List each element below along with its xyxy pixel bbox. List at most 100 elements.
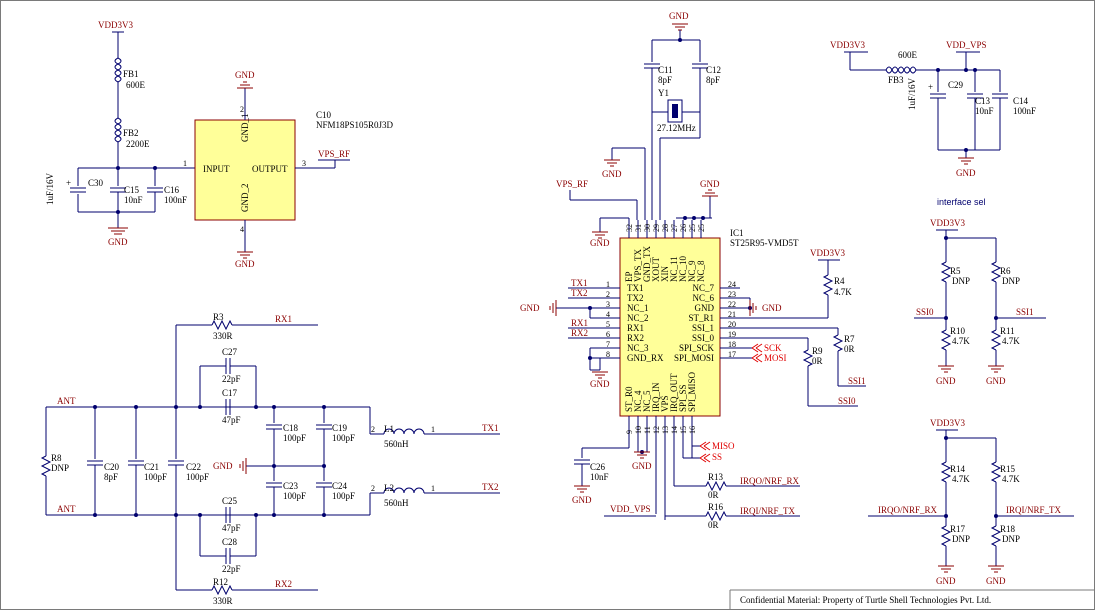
r3-value: 330R (213, 331, 233, 341)
ic1-bottom-pin-name: VPS (660, 395, 670, 412)
svg-text:+: + (928, 82, 933, 92)
rx2-net-ic: RX2 (571, 328, 588, 338)
l2-ref: L2 (384, 483, 394, 493)
ic1-left-pin-name: TX1 (627, 283, 644, 293)
ic1-left-pin-num: 4 (606, 310, 610, 319)
r12-value: 330R (213, 596, 233, 606)
c12-ref: C12 (706, 65, 721, 75)
c10-ref: C10 (316, 110, 332, 120)
vdd3v3-label-5: VDD3V3 (930, 418, 965, 428)
y1-value: 27.12MHz (657, 123, 696, 133)
r13-ref: R13 (708, 472, 724, 482)
vdd3v3-label-4: VDD3V3 (930, 218, 965, 228)
r11-ref: R11 (1000, 326, 1015, 336)
c10-pin2-num: 2 (240, 105, 244, 114)
irqo-net-ic: IRQO/NRF_RX (740, 476, 800, 486)
tx1-net-ant: TX1 (482, 423, 499, 433)
c16-value: 100nF (164, 195, 187, 205)
ic1-top-pin-num: 28 (661, 224, 670, 232)
r5-ref: R5 (950, 266, 961, 276)
ic1-left-pin-name: NC_3 (627, 343, 649, 353)
ic1-right-pin-num: 18 (728, 340, 736, 349)
ic1-top-pin-num: 25 (697, 224, 706, 232)
gnd-label-2: GND (235, 70, 255, 80)
ic1-left-pin-name: TX2 (627, 293, 644, 303)
c26-value: 10nF (590, 472, 609, 482)
gnd-label-11: GND (762, 303, 782, 313)
ant-label-bot: ANT (57, 504, 76, 514)
gnd-label-5: GND (602, 169, 622, 179)
ss-label: SS (712, 452, 722, 462)
r3-ref: R3 (213, 312, 224, 322)
irqo-net-sel: IRQO/NRF_RX (878, 505, 938, 515)
c17-ref: C17 (222, 388, 238, 398)
c12-value: 8pF (706, 75, 720, 85)
gnd-label-9: GND (520, 303, 540, 313)
r11-value: 4.7K (1002, 336, 1020, 346)
ic1-bottom-pin-num: 15 (679, 426, 688, 434)
vps-rf-label-1: VPS_RF (318, 149, 350, 159)
ic1-right-pin-num: 24 (728, 280, 736, 289)
ic1-bottom-pin-name: SPI_MISO (687, 371, 697, 412)
c21-ref: C21 (144, 462, 159, 472)
ic1-left-pin-num: 2 (606, 290, 610, 299)
ic1-top-pin-name: GND_TX (642, 246, 652, 282)
ic1-top-pin-num: 31 (634, 224, 643, 232)
gnd-label-6: GND (956, 168, 976, 178)
c25-value: 47pF (222, 523, 241, 533)
ssi0-net-right: SSI0 (838, 396, 856, 406)
c23-ref: C23 (283, 481, 299, 491)
c14-ref: C14 (1013, 96, 1029, 106)
gnd-label-1: GND (108, 237, 128, 247)
ic1-top-pin-name: EP (624, 271, 634, 282)
c21-value: 100pF (144, 472, 167, 482)
ic1-bottom-pin-name: ST_R0 (624, 386, 634, 412)
fb2-value: 2200E (126, 139, 150, 149)
ic1-top-pin-name: XOUT (651, 257, 661, 282)
ic1-left-pin-name: RX1 (627, 323, 644, 333)
ic1-value: ST25R95-VMD5T (730, 238, 799, 248)
c23-value: 100pF (283, 491, 306, 501)
ic1-bottom-pin-num: 12 (652, 426, 661, 434)
ic1-right-pin-num: 21 (728, 310, 736, 319)
c15-value: 10nF (124, 195, 143, 205)
irqi-net-sel: IRQI/NRF_TX (1006, 505, 1062, 515)
ic1-top-pin-num: 29 (652, 224, 661, 232)
ic1-right-pin-name: SPI_SCK (679, 343, 715, 353)
r8-ref: R8 (51, 453, 62, 463)
c26-ref: C26 (590, 462, 606, 472)
r18-ref: R18 (1000, 524, 1016, 534)
c30-value: 1uF/16V (45, 172, 55, 205)
c30-ref: C30 (88, 178, 104, 188)
r7-value: 0R (844, 344, 855, 354)
r14-value: 4.7K (952, 474, 970, 484)
c10-pin1-num: 1 (183, 159, 187, 168)
ic1-bottom-pin-num: 13 (661, 426, 670, 434)
ic1-top-pin-name: NC_8 (696, 260, 706, 282)
c27-value: 22pF (222, 374, 241, 384)
ic1-bottom-pin-num: 9 (625, 430, 634, 434)
c24-ref: C24 (332, 481, 348, 491)
c14-value: 100nF (1013, 106, 1036, 116)
fb3-ref: FB3 (888, 75, 904, 85)
ic1-right-pin-name: ST_R1 (688, 313, 714, 323)
ssi1-net-right: SSI1 (848, 376, 866, 386)
ic1-left-pin-name: GND_RX (627, 353, 664, 363)
c10-pin-input: INPUT (203, 164, 230, 174)
c10-pin-gnd1: GND_1 (240, 114, 250, 143)
c13-ref: C13 (975, 96, 991, 106)
ic1-bottom-pin-name: NC_5 (642, 390, 652, 412)
gnd-label-3: GND (235, 259, 255, 269)
l1-ref: L1 (384, 424, 394, 434)
c16-ref: C16 (164, 185, 180, 195)
r5-value: DNP (952, 276, 970, 286)
tx2-net-ic: TX2 (571, 288, 588, 298)
c28-ref: C28 (222, 537, 238, 547)
gnd-label-17: GND (986, 576, 1006, 586)
vdd3v3-label-2: VDD3V3 (830, 40, 865, 50)
power-filter-block: VDD3V3 FB1 600E FB2 2200E + C30 1uF/16V … (45, 20, 394, 269)
c28-value: 22pF (222, 564, 241, 574)
vdd-vps-label-1: VDD_VPS (946, 40, 987, 50)
mosi-label: MOSI (764, 353, 787, 363)
rx1-net-ant: RX1 (275, 314, 292, 324)
